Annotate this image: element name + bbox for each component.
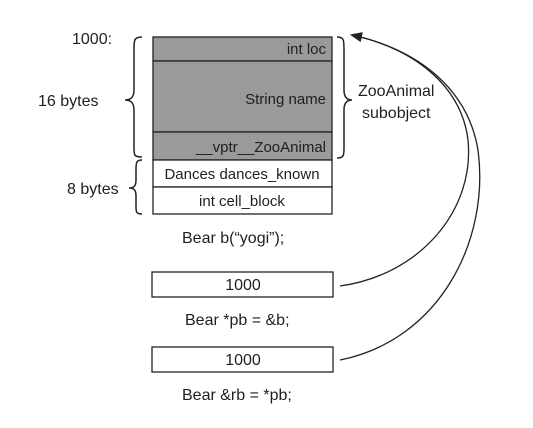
field-label: __vptr__ZooAnimal <box>195 139 326 156</box>
pointer-box: 1000 <box>151 271 334 298</box>
reference-arrow <box>339 32 481 361</box>
pointer-caption: Bear *pb = &b; <box>185 312 290 329</box>
reference-caption: Bear &rb = *pb; <box>182 387 292 404</box>
eight-bytes-label: 8 bytes <box>67 181 119 198</box>
reference-value: 1000 <box>225 352 261 369</box>
address-label: 1000: <box>72 31 112 48</box>
field-vptr-zooanimal: __vptr__ZooAnimal <box>152 131 333 161</box>
field-label: String name <box>245 91 326 108</box>
pointer-arrow <box>339 32 470 287</box>
sixteen-bytes-label: 16 bytes <box>38 93 98 110</box>
reference-box: 1000 <box>151 346 334 373</box>
field-label: int loc <box>287 41 327 58</box>
field-dances-known: Dances dances_known <box>152 159 333 188</box>
eight-bytes-brace <box>128 159 143 215</box>
field-label: Dances dances_known <box>164 166 319 183</box>
pointer-value: 1000 <box>225 277 261 294</box>
field-label: int cell_block <box>199 193 285 210</box>
subobject-label-line1: ZooAnimal <box>358 83 434 100</box>
field-int-loc: int loc <box>152 36 333 62</box>
sixteen-bytes-brace <box>124 36 143 158</box>
field-int-cell-block: int cell_block <box>152 186 333 215</box>
zooanimal-subobject-brace <box>336 36 353 159</box>
field-string-name: String name <box>152 60 333 133</box>
subobject-label-line2: subobject <box>362 105 431 122</box>
object-caption: Bear b(“yogi”); <box>182 230 284 247</box>
